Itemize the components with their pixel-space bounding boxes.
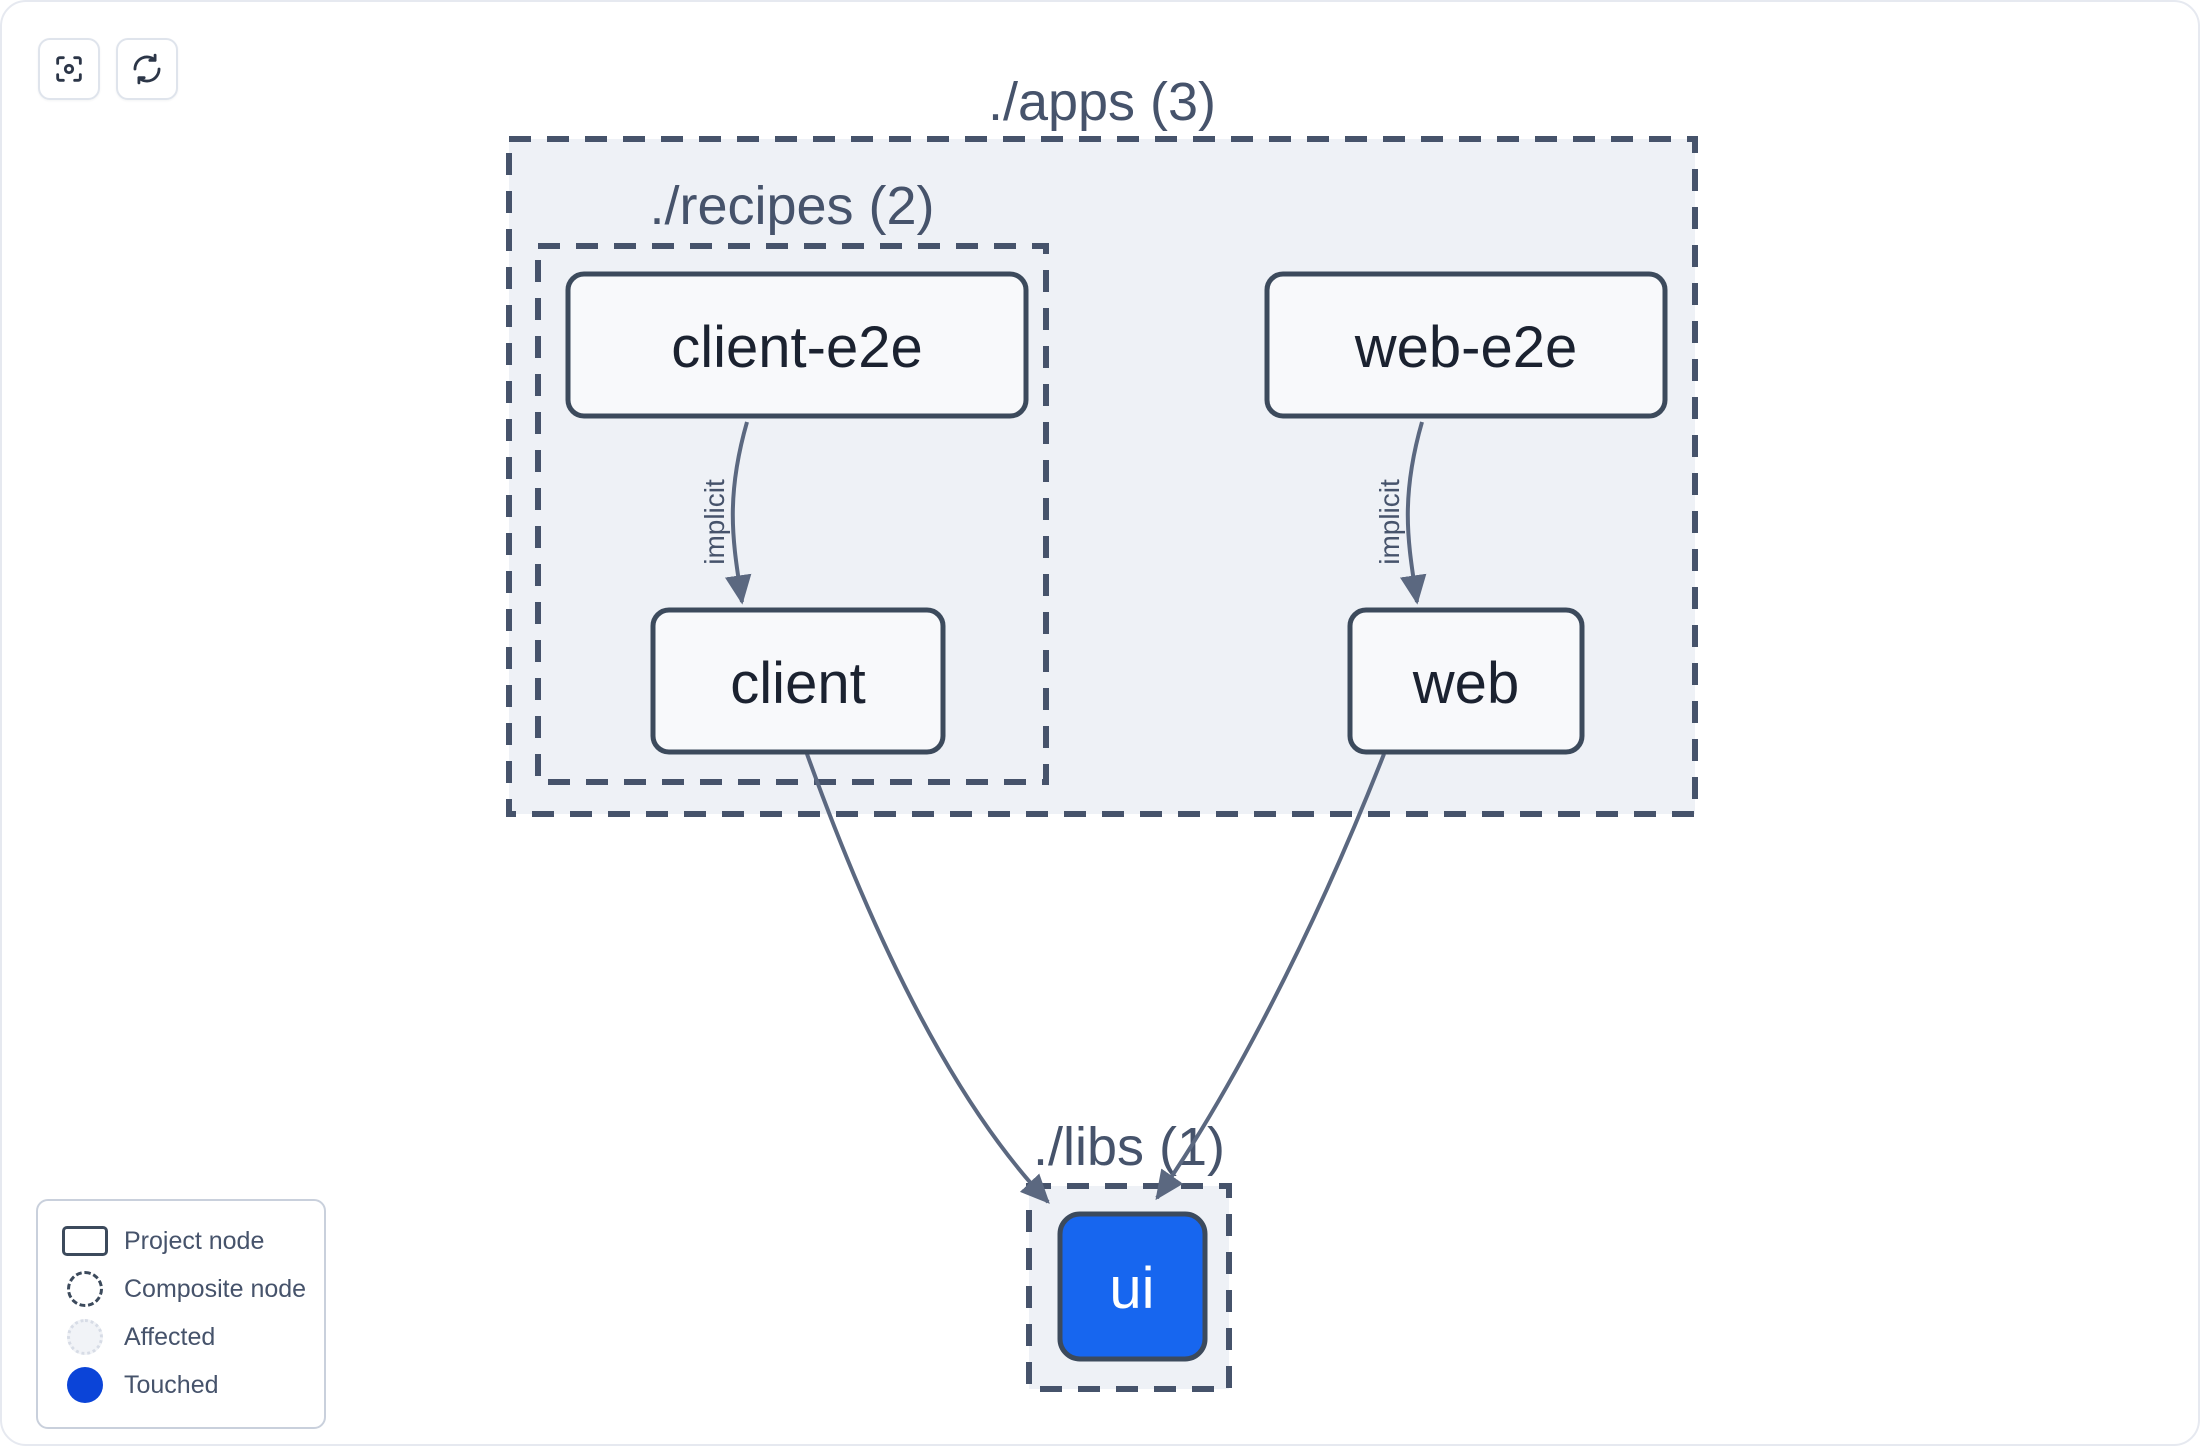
edge-label-web-e2e-implicit: implicit: [1374, 479, 1405, 565]
node-web-box[interactable]: [1347, 607, 1585, 755]
legend-item-affected: Affected: [58, 1313, 304, 1361]
legend-label-project-node: Project node: [124, 1226, 265, 1255]
edge-web-to-ui: [1155, 753, 1386, 1201]
group-libs-label: ./libs (1): [1033, 1117, 1225, 1177]
project-node-swatch: [58, 1226, 112, 1256]
node-client-e2e-label: client-e2e: [671, 315, 922, 380]
node-client-box[interactable]: [650, 607, 946, 755]
graph-legend: Project node Composite node Affected Tou…: [36, 1199, 326, 1429]
group-apps-label: ./apps (3): [988, 72, 1216, 132]
node-client-label: client: [730, 651, 865, 716]
node-ui[interactable]: ui: [1057, 1211, 1208, 1362]
edge-client-e2e-to-client: [724, 421, 752, 605]
node-ui-label: ui: [1109, 1256, 1154, 1321]
node-client-e2e[interactable]: client-e2e: [565, 271, 1029, 419]
node-ui-box[interactable]: [1057, 1211, 1208, 1362]
graph-edges: implicit implicit: [699, 421, 1427, 1204]
node-web-label: web: [1412, 651, 1519, 716]
legend-label-affected: Affected: [124, 1322, 216, 1351]
composite-node-swatch: [58, 1271, 112, 1307]
node-web-e2e[interactable]: web-e2e: [1264, 271, 1668, 419]
focus-graph-button[interactable]: [38, 38, 100, 100]
legend-item-touched: Touched: [58, 1361, 304, 1409]
node-web-e2e-label: web-e2e: [1354, 315, 1577, 380]
edge-label-client-e2e-implicit: implicit: [699, 479, 730, 565]
legend-label-touched: Touched: [124, 1370, 219, 1399]
focus-icon: [52, 52, 86, 86]
node-web[interactable]: web: [1347, 607, 1585, 755]
legend-item-composite-node: Composite node: [58, 1265, 307, 1313]
touched-swatch: [58, 1367, 112, 1403]
node-client-e2e-box[interactable]: [565, 271, 1029, 419]
edge-web-e2e-to-web: [1399, 421, 1427, 605]
edge-client-to-ui: [805, 753, 1050, 1204]
graph-toolbar: [38, 38, 178, 100]
group-recipes-label: ./recipes (2): [649, 176, 934, 236]
legend-item-project-node: Project node: [58, 1217, 304, 1265]
refresh-icon: [130, 52, 164, 86]
node-client[interactable]: client: [650, 607, 946, 755]
refresh-graph-button[interactable]: [116, 38, 178, 100]
node-web-e2e-box[interactable]: [1264, 271, 1668, 419]
affected-swatch: [58, 1319, 112, 1355]
legend-label-composite-node: Composite node: [124, 1274, 307, 1303]
